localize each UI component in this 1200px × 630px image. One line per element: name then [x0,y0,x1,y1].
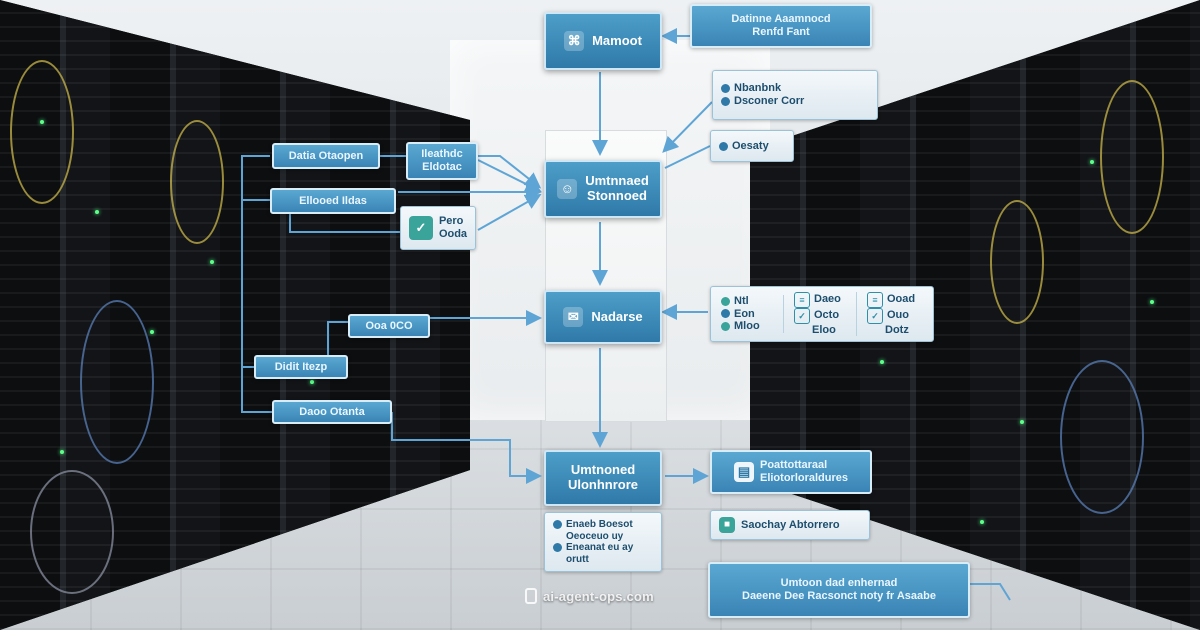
document-icon: ≡ [794,291,810,308]
mouse-icon [525,588,537,604]
node-bottom-right-line1: Umtoon dad enhernad [780,577,898,590]
shield-check-icon: ✓ [408,216,433,240]
link-leftb-to-center [477,159,542,192]
node-right-note-a-line1: Nbanbnk [734,82,782,95]
node-left-d-line2: Ooda [438,228,468,240]
lock-icon: ■ [719,517,735,533]
node-bottom-list[interactable]: Enaeb Boesot Oeoceuo uy Eneanat eu ay or… [544,512,662,572]
eye-icon [719,141,728,151]
check-icon: ✓ [794,307,810,324]
node-right-table-line1: Poattottaraal [759,459,828,472]
bottom-list-item-2: Oeoceuo uy [566,530,624,542]
node-center-main[interactable]: ☺ Umtnnaed Stonnoed [544,160,662,218]
node-right-security[interactable]: ■ Saochay Abtorrero [710,510,870,540]
bullet-icon [721,309,730,319]
card-3[interactable]: ≡ Ooad ✓ Ouo Dotz [861,291,929,337]
node-left-a[interactable]: Datia Otaopen [272,143,380,169]
node-mid-main-label: Nadarse [591,308,643,324]
card-3-line1: Ooad [887,293,916,306]
network-icon: ⌘ [564,31,585,51]
node-right-table-line2: Eliotorloraldures [759,472,849,484]
bullet-icon [721,84,730,94]
document-icon: ≡ [867,291,883,308]
card-1[interactable]: Ntl Eon Mloo [715,295,784,333]
node-right-cards: Ntl Eon Mloo ≡ Daeo ✓ Octo Eloo ≡ Ooad ✓ Ouo… [710,286,934,342]
bullet-icon [553,543,562,553]
node-left-b-line2: Eldotac [422,161,462,173]
user-icon: ☺ [557,179,578,199]
link-rail-left [241,155,272,413]
watermark-text: ai-agent-ops.com [543,588,654,604]
node-top-main[interactable]: ⌘ Mamoot [544,12,662,70]
node-top-note[interactable]: Datinne Aaamnocd Renfd Fant [690,4,872,48]
node-bottom-right-line2: Daeene Dee Racsonct noty fr Asaabe [742,590,936,602]
node-mid-left[interactable]: Ooa 0CO [348,314,430,338]
node-bottom-main[interactable]: Umtnoned Ulonhnrore [544,450,662,506]
bullet-icon [721,322,730,332]
chat-icon: ✉ [563,307,584,327]
link-leftd-rail [289,208,400,233]
card-3-line2: Ouo [887,309,909,322]
node-left-d-line1: Pero [438,215,464,228]
node-right-note-b-label: Oesaty [732,139,769,152]
bullet-icon [721,96,730,106]
link-leftd-to-center [477,194,542,231]
node-right-note-a-line2: Dsconer Corr [734,95,805,107]
card-2-line2: Octo [814,309,840,322]
bullet-icon [721,296,730,306]
node-left-c-label: Ellooed Ildas [299,194,367,207]
node-right-security-label: Saochay Abtorrero [741,518,840,531]
table-icon: ▤ [733,462,754,482]
node-right-note-b[interactable]: Oesaty [710,130,794,162]
link-bottomright-right [968,583,1011,601]
node-left-e-label: Didit Itezp [274,360,328,373]
node-center-main-line1: Umtnnaed [585,173,649,189]
node-top-note-line2: Renfd Fant [752,26,810,38]
card-2[interactable]: ≡ Daeo ✓ Octo Eloo [788,291,857,337]
node-left-d[interactable]: ✓ Pero Ooda [400,206,476,250]
node-bottom-right[interactable]: Umtoon dad enhernad Daeene Dee Racsonct … [708,562,970,618]
bottom-list-item-3: Eneanat eu ay [566,542,634,553]
node-bottom-main-line2: Ulonhnrore [567,477,639,492]
node-mid-main[interactable]: ✉ Nadarse [544,290,662,344]
node-right-note-a[interactable]: Nbanbnk Dsconer Corr [712,70,878,120]
card-1-line1: Ntl [734,295,749,308]
node-top-main-label: Mamoot [592,32,642,48]
node-left-f[interactable]: Daoo Otanta [272,400,392,424]
node-center-main-line2: Stonnoed [587,188,647,203]
card-1-line2: Eon [734,307,755,320]
card-2-line1: Daeo [814,293,841,306]
link-leftf-to-bottom [391,412,542,484]
node-right-table[interactable]: ▤ Poattottaraal Eliotorloraldures [710,450,872,494]
node-bottom-main-line1: Umtnoned [570,462,636,478]
node-left-a-label: Datia Otaopen [288,149,364,162]
card-3-line3: Dotz [885,323,909,336]
node-top-note-line1: Datinne Aaamnocd [731,13,831,26]
node-left-f-label: Daoo Otanta [299,405,365,418]
bottom-list-item-4: orutt [566,553,589,565]
node-left-c[interactable]: Ellooed Ildas [270,188,396,214]
bullet-icon [553,520,562,530]
card-2-line3: Eloo [812,323,836,336]
node-left-b[interactable]: Ileathdc Eldotac [406,142,478,180]
node-left-b-line1: Ileathdc [421,148,463,161]
link-midleft-rail [327,321,348,360]
link-rightnote-to-center [662,101,713,153]
node-mid-left-label: Ooa 0CO [365,319,413,332]
card-1-line3: Mloo [734,320,760,333]
bottom-list-item-1: Enaeb Boesot [566,519,633,530]
node-left-e[interactable]: Didit Itezp [254,355,348,379]
watermark: ai-agent-ops.com [525,588,654,604]
check-icon: ✓ [867,307,883,324]
link-rightnote2-to-center [664,145,711,169]
